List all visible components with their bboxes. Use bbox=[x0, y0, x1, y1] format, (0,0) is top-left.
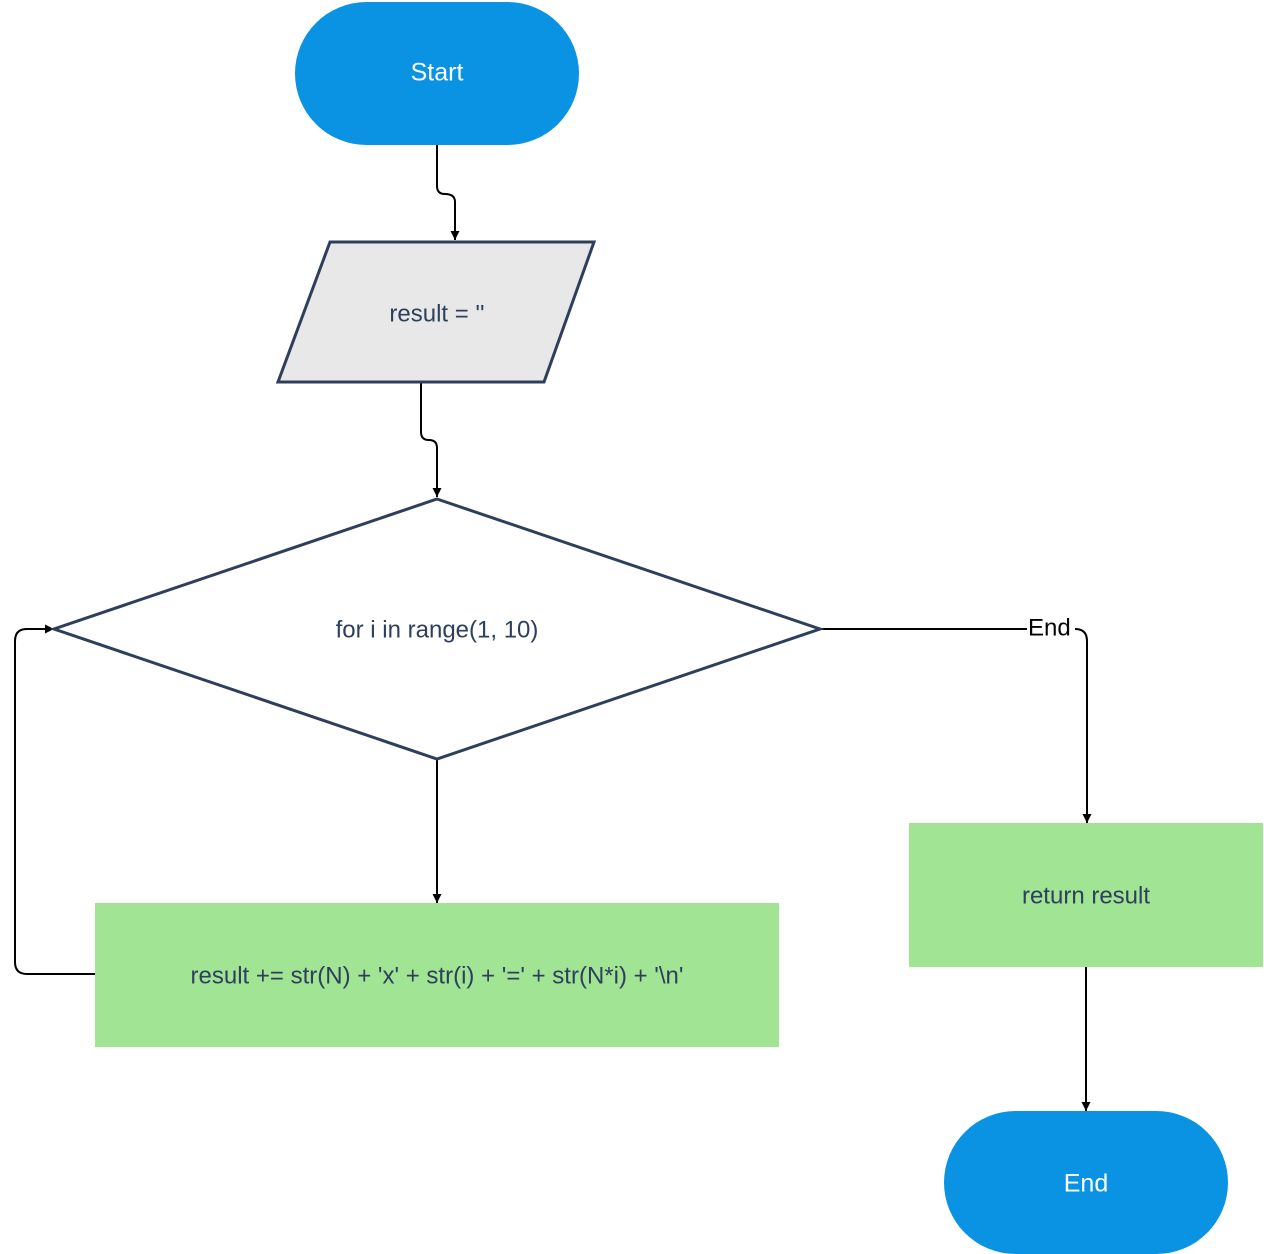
loop-shape bbox=[49, 497, 825, 761]
node-return: return result bbox=[909, 823, 1263, 967]
return-label: return result bbox=[1022, 882, 1150, 909]
edge-init-to-loop bbox=[420, 383, 442, 497]
end-shape bbox=[944, 1111, 1228, 1254]
node-init: result = '' bbox=[275, 240, 597, 384]
node-end: End bbox=[944, 1111, 1228, 1254]
edge-body-to-loop bbox=[14, 624, 95, 975]
init-label: result = '' bbox=[389, 300, 484, 327]
node-loop: for i in range(1, 10) bbox=[49, 497, 825, 761]
edge-loop-to-return bbox=[821, 628, 1087, 823]
node-body: result += str(N) + 'x' + str(i) + '=' + … bbox=[95, 903, 779, 1047]
return-shape bbox=[909, 823, 1263, 967]
node-start: Start bbox=[295, 2, 579, 145]
edge-label-end: End bbox=[1028, 614, 1071, 641]
body-shape bbox=[95, 903, 779, 1047]
end-label: End bbox=[1064, 1170, 1108, 1198]
start-label: Start bbox=[411, 59, 464, 87]
start-shape bbox=[295, 2, 579, 145]
init-shape bbox=[275, 240, 597, 384]
loop-label: for i in range(1, 10) bbox=[336, 616, 539, 643]
body-label: result += str(N) + 'x' + str(i) + '=' + … bbox=[191, 962, 684, 989]
edge-start-to-init bbox=[436, 145, 460, 240]
edges: End bbox=[14, 145, 1087, 1111]
